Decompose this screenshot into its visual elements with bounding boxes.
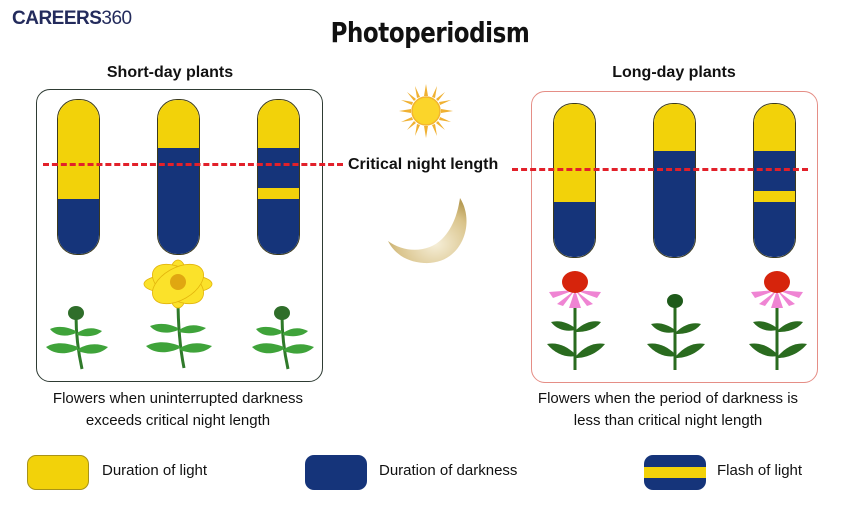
light-segment xyxy=(554,104,595,202)
legend-flash-swatch xyxy=(644,455,706,490)
chrysanthemum-flower-plant-icon xyxy=(143,259,213,369)
light-segment xyxy=(58,100,99,199)
flash-of-light-segment xyxy=(754,191,795,202)
legend-light-label: Duration of light xyxy=(102,462,208,479)
long-day-heading: Long-day plants xyxy=(612,64,736,81)
flash-of-light-segment xyxy=(258,187,299,199)
flash-stripe xyxy=(644,467,706,478)
short-day-bar-1 xyxy=(57,99,100,255)
short-day-caption: Flowers when uninterrupted darkness exce… xyxy=(20,388,336,432)
logo-text: CAREERS xyxy=(12,8,102,29)
legend-light-swatch xyxy=(27,455,89,490)
coneflower-bud-plant-icon xyxy=(647,294,705,370)
long-day-caption-line1: Flowers when the period of darkness is xyxy=(537,390,799,407)
light-segment xyxy=(258,100,299,148)
short-day-caption-line1: Flowers when uninterrupted darkness xyxy=(52,390,304,407)
dark-segment xyxy=(554,201,595,257)
long-day-bar-3 xyxy=(753,103,796,258)
dark-segment xyxy=(754,151,795,192)
sun-icon xyxy=(399,84,453,138)
critical-line-left xyxy=(43,163,343,166)
short-day-heading: Short-day plants xyxy=(106,64,234,81)
dark-segment xyxy=(258,147,299,188)
light-segment xyxy=(654,104,695,152)
long-day-caption: Flowers when the period of darkness is l… xyxy=(512,388,824,432)
short-day-bar-3 xyxy=(257,99,300,255)
dark-segment xyxy=(258,198,299,254)
legend-darkness-swatch xyxy=(305,455,367,490)
short-day-bar-2 xyxy=(157,99,200,255)
logo-number: 360 xyxy=(101,8,132,29)
short-day-caption-line2: exceeds critical night length xyxy=(85,412,271,429)
careers360-logo: CAREERS360 xyxy=(12,8,132,30)
light-segment xyxy=(754,104,795,152)
light-segment xyxy=(158,100,199,148)
legend-darkness-label: Duration of darkness xyxy=(379,462,518,479)
crescent-moon-icon xyxy=(388,198,467,264)
critical-night-length-label: Critical night length xyxy=(344,156,503,174)
chrysanthemum-bud-plant-icon xyxy=(46,306,108,370)
dark-segment xyxy=(754,201,795,257)
long-day-bar-1 xyxy=(553,103,596,258)
coneflower-flowering-plant-icon xyxy=(547,271,605,370)
page-title: Photoperiodism xyxy=(330,16,530,49)
dark-segment xyxy=(58,198,99,254)
chrysanthemum-bud-plant-icon xyxy=(252,306,314,370)
coneflower-flowering-plant-icon xyxy=(749,271,807,370)
critical-line-right xyxy=(512,168,808,171)
long-day-bar-2 xyxy=(653,103,696,258)
long-day-caption-line2: less than critical night length xyxy=(573,412,763,429)
legend-flash-label: Flash of light xyxy=(717,462,803,479)
